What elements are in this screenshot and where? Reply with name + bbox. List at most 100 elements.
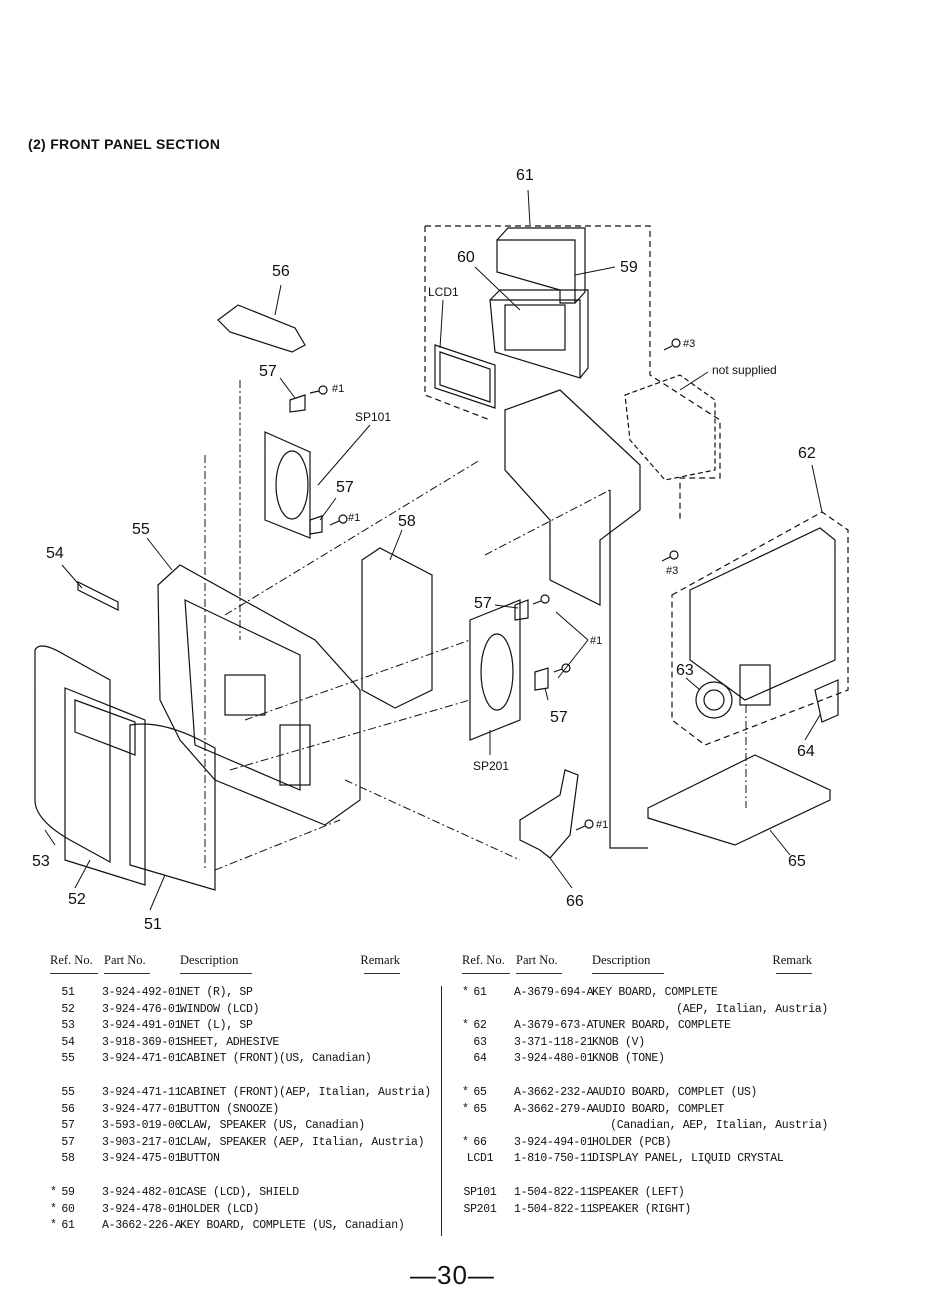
callout-56: 56	[272, 263, 290, 280]
callout-65: 65	[788, 853, 806, 870]
description: HOLDER (LCD)	[180, 1202, 260, 1216]
description: CABINET (FRONT)(US, Canadian)	[180, 1052, 372, 1066]
description: KNOB (TONE)	[592, 1052, 665, 1066]
callout-screw-3-top: #3	[683, 338, 695, 350]
description: KEY BOARD, COMPLETE	[592, 986, 718, 999]
row-star: *	[462, 1085, 469, 1099]
row-star: *	[462, 1019, 469, 1033]
ref-number: 52	[61, 1002, 75, 1016]
row-spacer	[462, 1168, 828, 1185]
ref-number: 62	[473, 1019, 487, 1033]
ref-number: 61	[61, 1219, 75, 1233]
description: CLAW, SPEAKER (AEP, Italian, Austria)	[180, 1135, 425, 1149]
description: NET (L), SP	[180, 1019, 253, 1033]
table-row: (AEP, Italian, Austria)	[462, 1002, 828, 1019]
ref-number: 65	[473, 1085, 487, 1099]
callout-60: 60	[457, 249, 475, 266]
ref-number: 54	[61, 1035, 75, 1049]
part-number: A-3679-673-A	[514, 1019, 594, 1033]
part-number: 3-371-118-21	[514, 1035, 594, 1049]
column-divider	[441, 986, 442, 1236]
ref-number: 59	[61, 1185, 75, 1199]
callout-screw-1-top: #1	[332, 383, 344, 395]
callout-screw-1-right: #1	[590, 635, 602, 647]
description: NET (R), SP	[180, 986, 253, 999]
part-number: A-3662-226-A	[102, 1219, 182, 1233]
part-number: 1-504-822-11	[514, 1185, 594, 1199]
description: TUNER BOARD, COMPLETE	[592, 1019, 731, 1033]
table-header: Ref. No. Part No. Description Remark	[462, 953, 828, 979]
part-number: 3-924-494-01	[514, 1135, 594, 1149]
callout-screw-1-mid: #1	[348, 512, 360, 524]
callout-57-mid: 57	[336, 479, 354, 496]
callout-59: 59	[620, 259, 638, 276]
part-number: 1-504-822-11	[514, 1202, 594, 1216]
description: KEY BOARD, COMPLETE (US, Canadian)	[180, 1219, 405, 1233]
description: SPEAKER (LEFT)	[592, 1185, 685, 1199]
part-number: 3-924-471-01	[102, 1052, 182, 1066]
part-number: 1-810-750-11	[514, 1152, 594, 1166]
ref-number: 57	[61, 1135, 75, 1149]
ref-number: SP101	[463, 1185, 497, 1199]
row-star: *	[462, 1102, 469, 1116]
ref-number: LCD1	[466, 1152, 494, 1166]
remark: (Canadian, AEP, Italian, Austria)	[610, 1119, 828, 1133]
callout-58: 58	[398, 513, 416, 530]
callout-lcd1: LCD1	[428, 285, 459, 299]
header-part: Part No.	[104, 953, 146, 967]
part-number: 3-918-369-01	[102, 1035, 182, 1049]
part-number: 3-924-491-01	[102, 1019, 182, 1033]
ref-number: 51	[61, 986, 75, 999]
callout-64: 64	[797, 743, 815, 760]
part-number: 3-924-492-01	[102, 986, 182, 999]
callout-sp101: SP101	[355, 410, 391, 424]
section-title: (2) FRONT PANEL SECTION	[28, 136, 221, 152]
callout-not-supplied: not supplied	[712, 363, 777, 377]
ref-number: 58	[61, 1152, 75, 1166]
ref-number: 66	[473, 1135, 487, 1149]
table-header: Ref. No. Part No. Description Remark	[50, 953, 400, 979]
header-desc: Description	[180, 953, 239, 967]
row-spacer	[50, 1068, 400, 1085]
callout-63: 63	[676, 662, 694, 679]
ref-number: SP201	[463, 1202, 497, 1216]
part-number: 3-924-475-01	[102, 1152, 182, 1166]
remark: (AEP, Italian, Austria)	[676, 1002, 828, 1016]
ref-number: 63	[473, 1035, 487, 1049]
header-ref: Ref. No.	[50, 953, 93, 967]
row-star: *	[50, 1219, 57, 1233]
description: BUTTON	[180, 1152, 220, 1166]
header-remark: Remark	[360, 953, 400, 967]
part-number: 3-924-480-01	[514, 1052, 594, 1066]
description: WINDOW (LCD)	[180, 1002, 260, 1016]
callout-62: 62	[798, 445, 816, 462]
ref-number: 61	[473, 986, 487, 999]
callout-54: 54	[46, 545, 64, 562]
ref-number: 53	[61, 1019, 75, 1033]
part-number: A-3679-694-A	[514, 986, 594, 999]
part-number: 3-924-482-01	[102, 1185, 182, 1199]
table-row: (Canadian, AEP, Italian, Austria)	[462, 1118, 828, 1135]
callout-66: 66	[566, 893, 584, 910]
description: AUDIO BOARD, COMPLET (US)	[592, 1085, 758, 1099]
callout-sp201: SP201	[473, 759, 509, 773]
description: SHEET, ADHESIVE	[180, 1035, 280, 1049]
parts-table-left: Ref. No. Part No. Description Remark 51 3…	[50, 953, 431, 1235]
